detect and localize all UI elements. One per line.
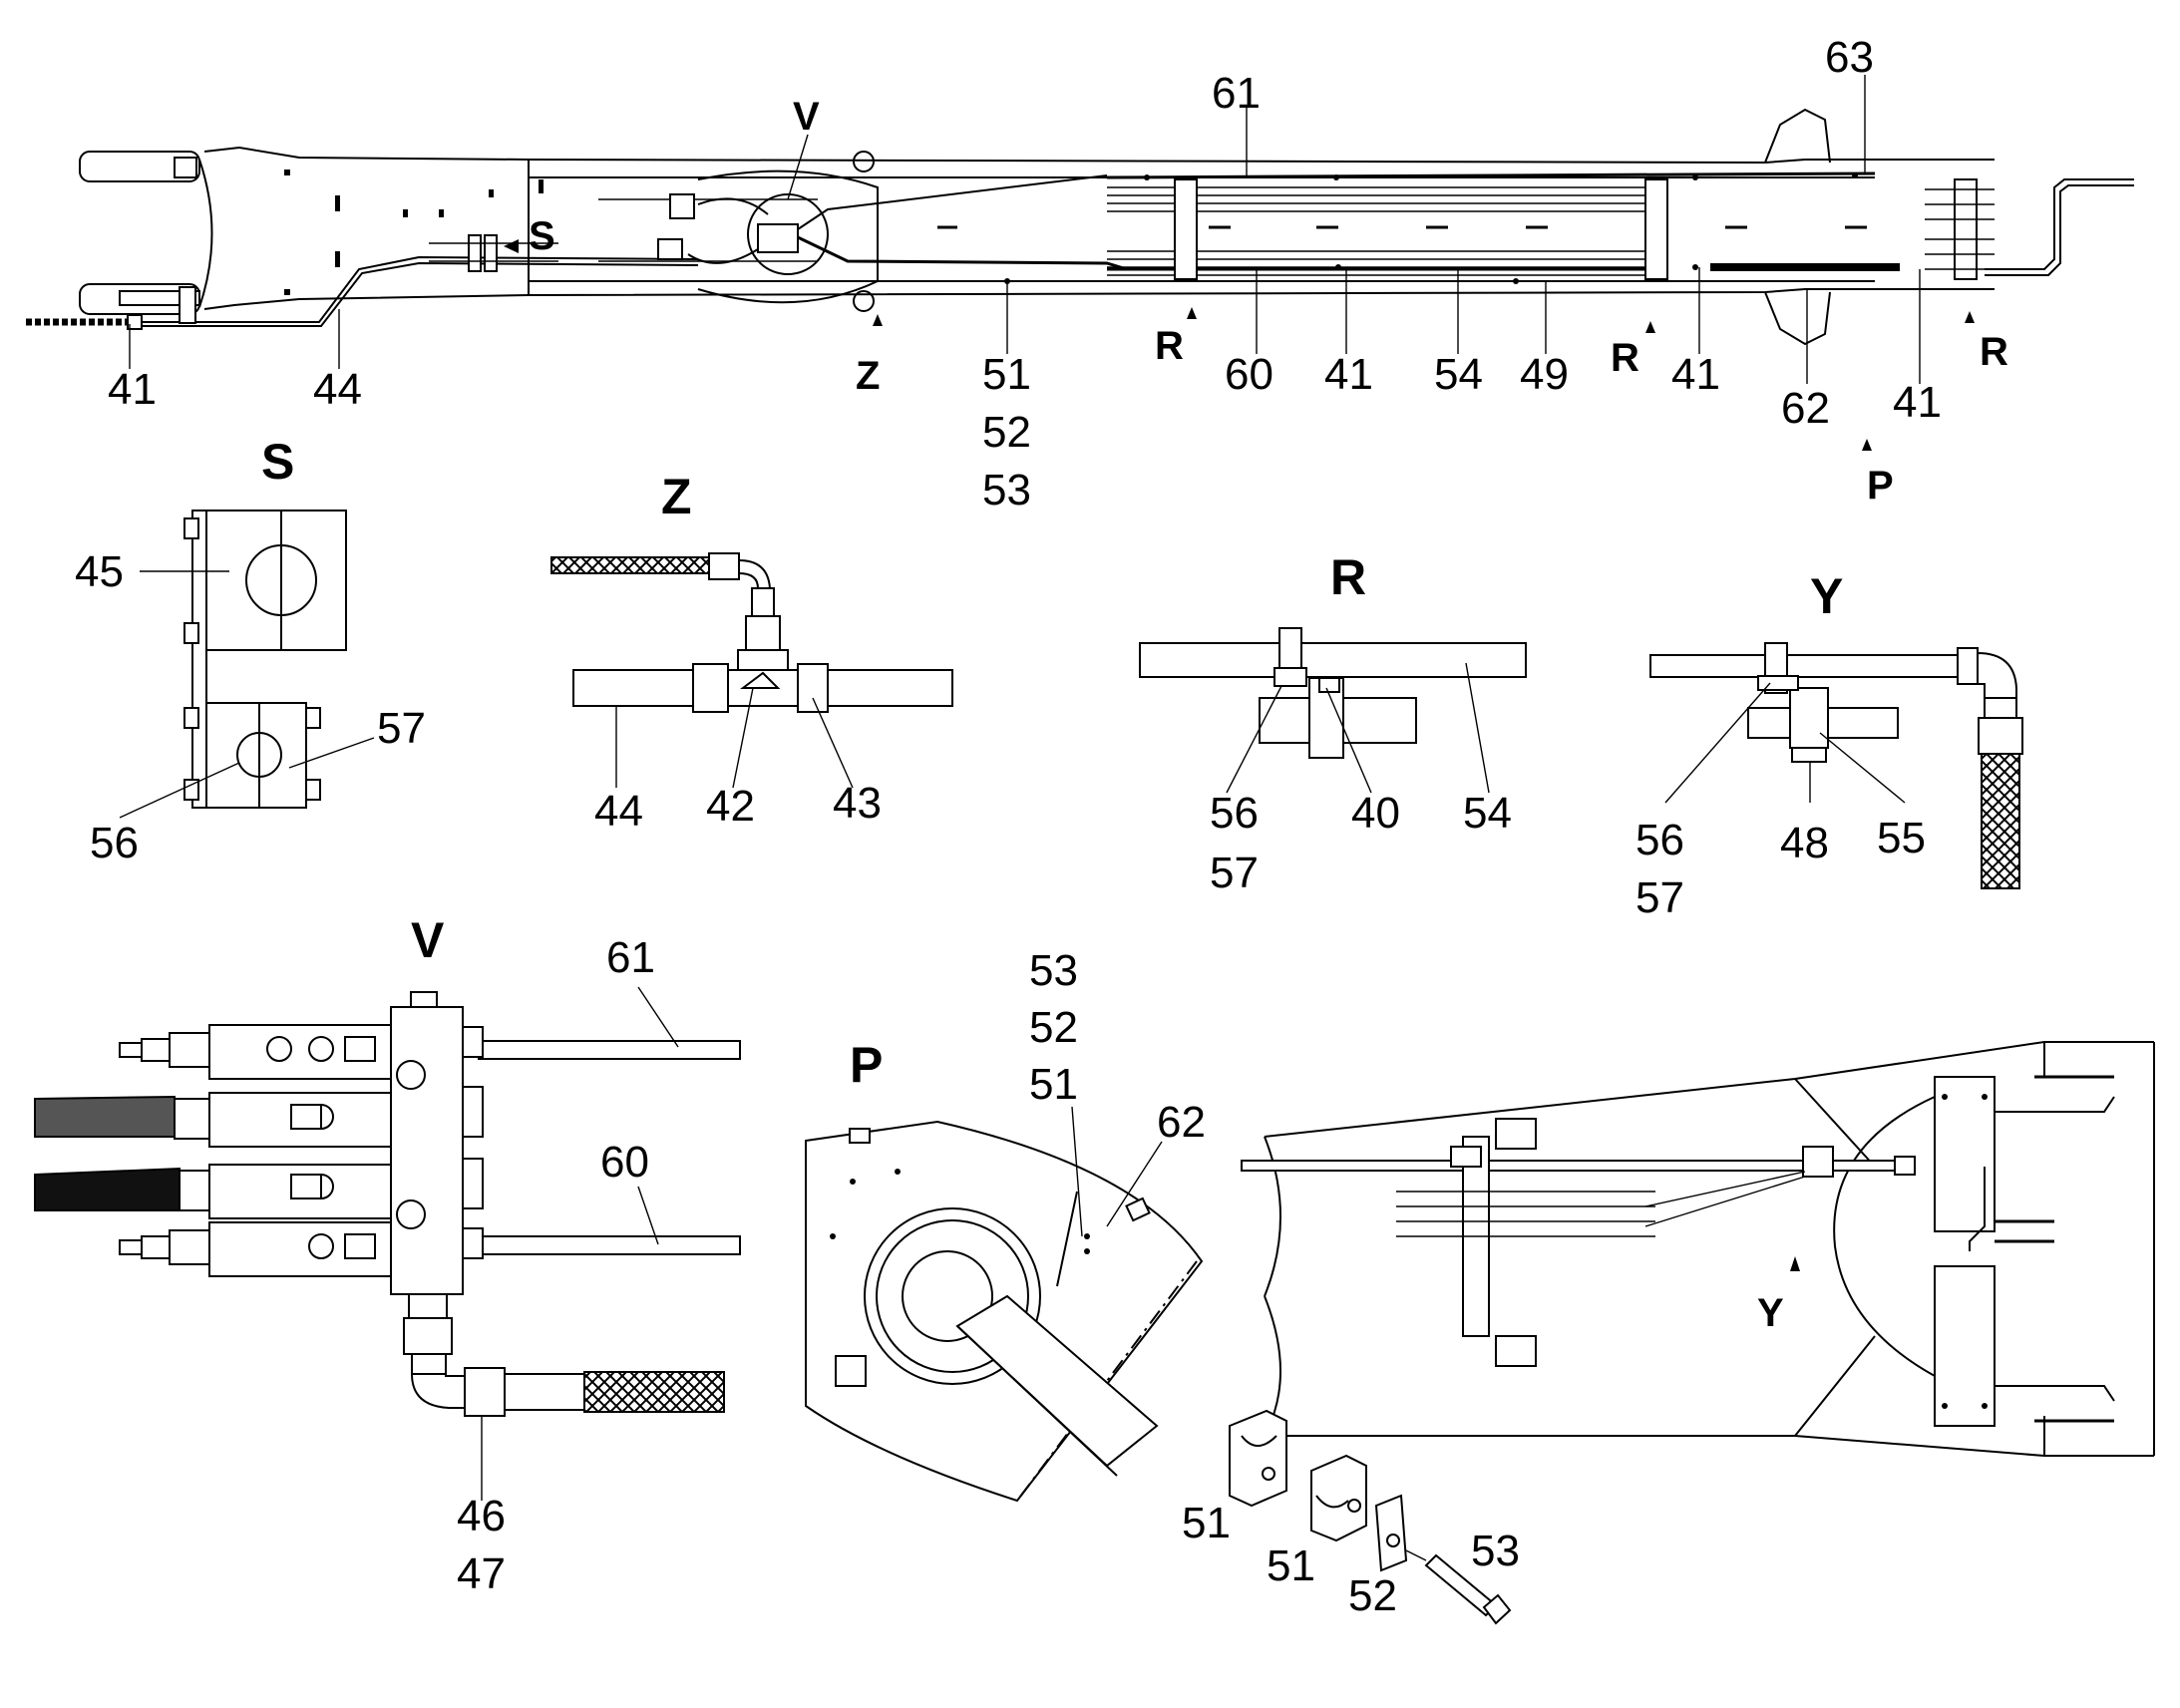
callout-41-d: 41	[1893, 378, 1942, 427]
detail-p	[805, 1106, 1204, 1503]
detail-z-title: Z	[661, 469, 692, 524]
v-callout-61: 61	[606, 933, 655, 982]
s-callout-56: 56	[90, 819, 139, 867]
s-marker: S	[529, 214, 555, 258]
v-callout-47: 47	[457, 1549, 506, 1598]
v-marker: V	[793, 95, 820, 139]
y-callout-56: 56	[1635, 816, 1684, 864]
s-callout-45: 45	[75, 547, 124, 596]
y-marker: Y	[1757, 1291, 1784, 1335]
parts-callout-52: 52	[1348, 1571, 1397, 1620]
callout-61: 61	[1212, 69, 1261, 118]
callout-63: 63	[1825, 33, 1874, 82]
detail-p-title: P	[850, 1037, 883, 1093]
p-callout-62: 62	[1157, 1098, 1206, 1147]
detail-r-title: R	[1330, 549, 1366, 605]
r-marker-3: R	[1980, 330, 2008, 374]
detail-r	[1139, 627, 1527, 794]
callout-49: 49	[1520, 350, 1569, 399]
callout-53: 53	[982, 466, 1031, 514]
detail-z	[550, 552, 953, 789]
r-callout-54: 54	[1463, 789, 1512, 838]
r-callout-56: 56	[1210, 789, 1259, 838]
r-callout-40: 40	[1351, 789, 1400, 838]
y-callout-48: 48	[1780, 819, 1829, 867]
v-callout-60: 60	[600, 1138, 649, 1187]
z-callout-44: 44	[594, 787, 643, 836]
z-marker: Z	[856, 354, 880, 398]
callout-41-c: 41	[1671, 350, 1720, 399]
callout-60: 60	[1225, 350, 1273, 399]
detail-y-title: Y	[1810, 568, 1843, 624]
s-callout-57: 57	[377, 704, 426, 753]
detail-s	[119, 510, 375, 819]
callout-44: 44	[313, 365, 362, 414]
p-callout-51: 51	[1029, 1060, 1078, 1109]
r-marker-1: R	[1155, 324, 1184, 368]
callout-54: 54	[1434, 350, 1483, 399]
parts-callout-53: 53	[1471, 1527, 1520, 1575]
parts-clamp-exploded	[1229, 1409, 1512, 1625]
z-callout-42: 42	[706, 782, 755, 831]
callout-51: 51	[982, 350, 1031, 399]
detail-v	[34, 986, 741, 1501]
bottom-right-view	[1241, 1041, 2155, 1457]
v-callout-46: 46	[457, 1492, 506, 1540]
y-callout-55: 55	[1877, 814, 1926, 862]
detail-y	[1649, 642, 2023, 889]
callout-52: 52	[982, 408, 1031, 457]
r-callout-57: 57	[1210, 849, 1259, 897]
callout-41-b: 41	[1324, 350, 1373, 399]
detail-v-title: V	[411, 912, 445, 968]
main-boom-view	[26, 75, 2134, 451]
z-callout-43: 43	[833, 779, 882, 828]
p-callout-53: 53	[1029, 946, 1078, 995]
callout-41: 41	[108, 365, 157, 414]
parts-callout-51-b: 51	[1267, 1541, 1315, 1590]
r-marker-2: R	[1611, 336, 1639, 380]
p-callout-52: 52	[1029, 1003, 1078, 1052]
parts-callout-51-a: 51	[1182, 1499, 1231, 1547]
detail-s-title: S	[261, 434, 294, 490]
p-marker: P	[1867, 464, 1894, 508]
callout-62: 62	[1781, 384, 1830, 433]
y-callout-57: 57	[1635, 873, 1684, 922]
